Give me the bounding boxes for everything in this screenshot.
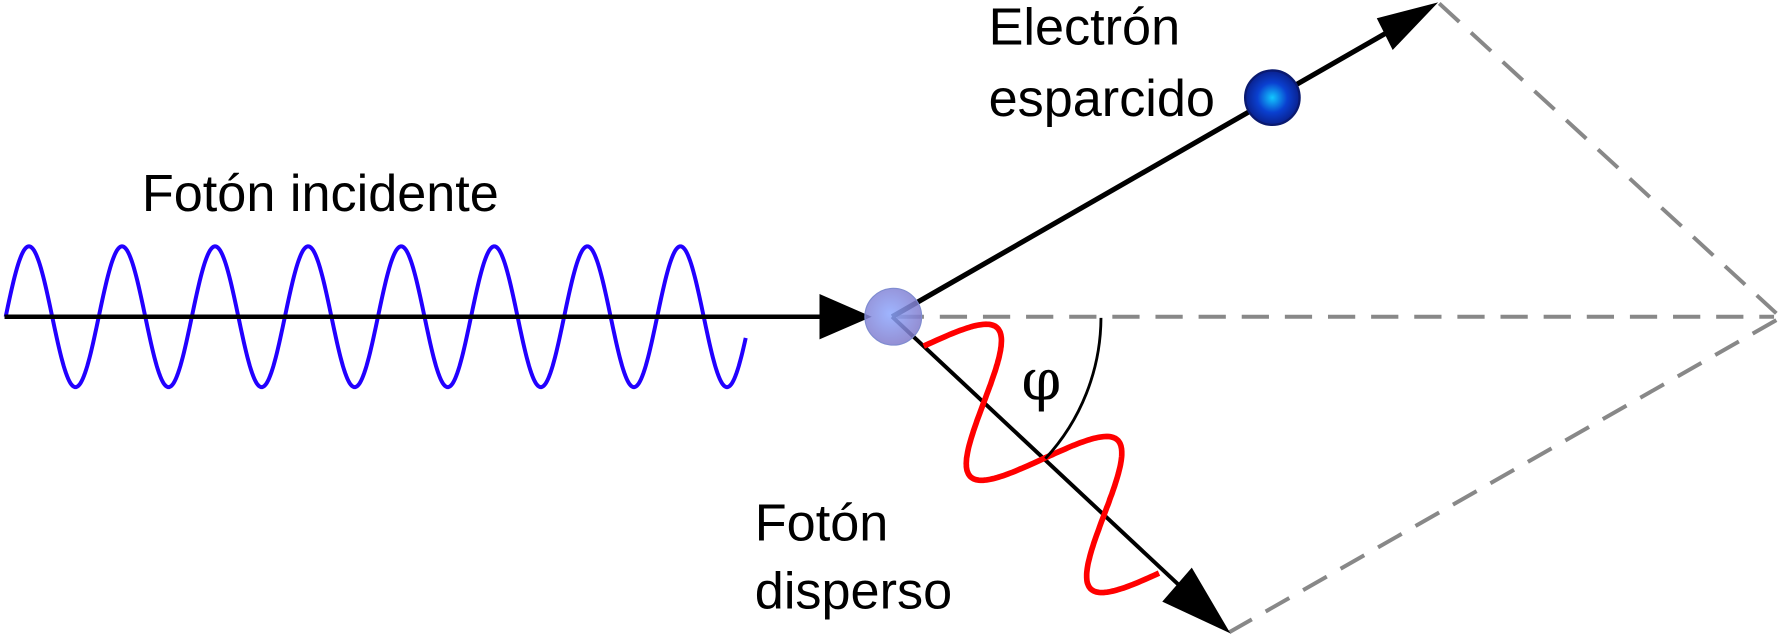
scattered-photon-arrowhead bbox=[1162, 567, 1231, 634]
incident-photon-wave bbox=[3, 244, 748, 390]
electron-arrowhead bbox=[1376, 2, 1439, 50]
dashed-construction-lines bbox=[896, 1, 1778, 634]
angle-phi-label: φ bbox=[1022, 348, 1062, 414]
electron-arrow-line bbox=[890, 25, 1398, 319]
incident-arrowhead bbox=[819, 294, 872, 340]
scattered-electron-label-2: esparcido bbox=[989, 70, 1215, 128]
scattered-photon-label-2: disperso bbox=[755, 562, 952, 620]
scattered-photon-label-1: Fotón bbox=[755, 494, 889, 552]
scattered-photon-wave bbox=[922, 321, 1161, 596]
angle-arc bbox=[1044, 317, 1103, 460]
scattered-electron-label-1: Electrón bbox=[989, 0, 1181, 56]
target-electron bbox=[864, 287, 923, 346]
dashed-upper-right bbox=[1437, 1, 1778, 315]
incident-photon-label: Fotón incidente bbox=[142, 165, 499, 223]
dashed-lower-right bbox=[1228, 318, 1778, 634]
scattered-electron bbox=[1243, 69, 1301, 127]
